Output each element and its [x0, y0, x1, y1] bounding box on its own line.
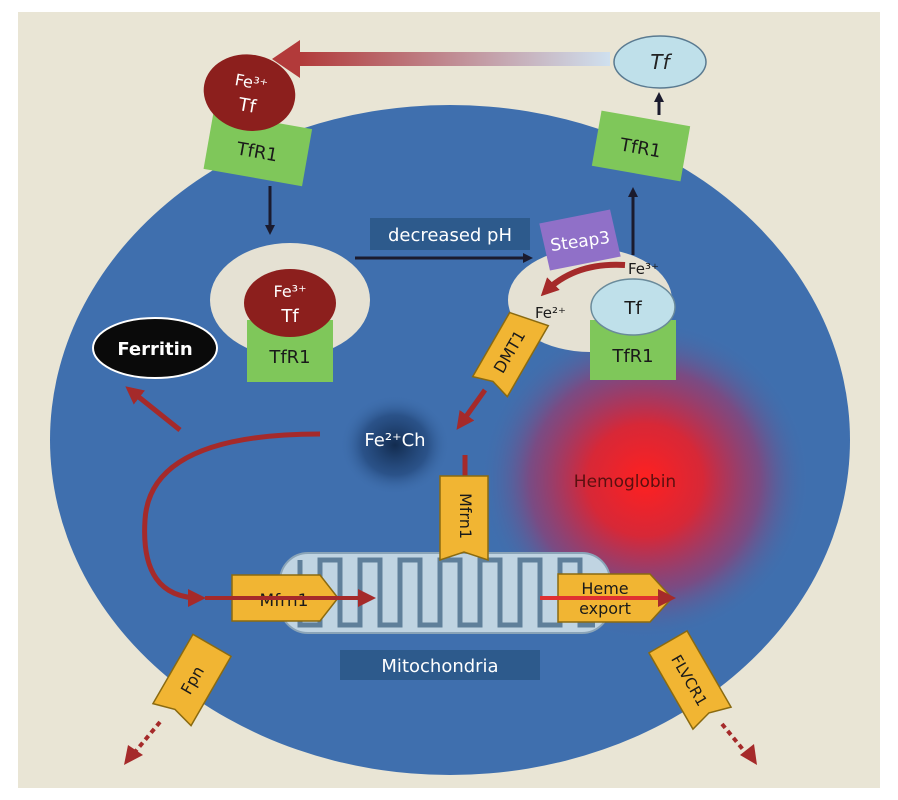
- tfr1-endosome-right-label: TfR1: [611, 346, 653, 367]
- fe3-right-label: Fe³⁺: [628, 260, 659, 278]
- arrow-fpn-export: [133, 720, 162, 754]
- decreased-ph-label: decreased pH: [388, 225, 512, 246]
- mitochondria-label-box: [340, 650, 540, 680]
- arrow-pool-to-ferritin: [125, 386, 182, 432]
- tf-outside-label: Tf: [650, 50, 672, 74]
- arrow-flvcr1-export: [720, 722, 747, 754]
- mitochondria-label: Mitochondria: [381, 656, 498, 677]
- fe-ch-label: Fe²⁺Ch: [364, 430, 425, 451]
- hemoglobin-label: Hemoglobin: [574, 472, 676, 492]
- tf-endosome-left-label: Tf: [280, 306, 299, 327]
- heme-export-label-2: export: [579, 599, 631, 618]
- mfrn1-vertical-label: Mfrn1: [456, 493, 475, 539]
- arrow-pool-curve: [142, 431, 321, 607]
- decreased-ph-box: [370, 218, 530, 250]
- fe-tf-endosome-left: [244, 269, 336, 337]
- ferritin-label: Ferritin: [117, 339, 192, 360]
- tf-endosome-right: [590, 278, 676, 336]
- arrow-dmt1-to-pool: [456, 388, 488, 430]
- recycle-arrow-head: [272, 40, 300, 78]
- tfr1-endosome-left-label: TfR1: [268, 347, 310, 368]
- fe2-right-label: Fe²⁺: [535, 304, 566, 322]
- tfr1-top-left-complex: TfR1 Fe³⁺ Tf: [203, 54, 313, 187]
- arrow-fpn-export-head: [124, 745, 143, 765]
- heme-export-label-1: Heme: [581, 579, 628, 598]
- recycle-arrow-shaft: [300, 52, 610, 66]
- fpn-transporter: Fpn: [151, 633, 233, 727]
- mfrn1-left-label: Mfrn1: [260, 591, 309, 611]
- tf-outside: [613, 35, 707, 89]
- arrow-flvcr1-export-head: [740, 744, 757, 765]
- dmt1-transporter: DMT1: [471, 311, 550, 398]
- steap3: Steap3: [539, 209, 621, 271]
- fe3-endosome-left-label: Fe³⁺: [273, 282, 306, 301]
- tfr1-upper-right: TfR1: [591, 110, 691, 182]
- mfrn1-vertical: [439, 475, 489, 562]
- flvcr1-transporter: FLVCR1: [647, 629, 733, 731]
- arrow-reduction: [540, 261, 626, 297]
- tf-endosome-right-label: Tf: [623, 298, 642, 319]
- fe-ch-glow: [340, 395, 450, 495]
- fe-tf-top-left: [203, 54, 296, 131]
- ferritin: [92, 317, 218, 379]
- tf-top-left-label: Tf: [236, 94, 258, 118]
